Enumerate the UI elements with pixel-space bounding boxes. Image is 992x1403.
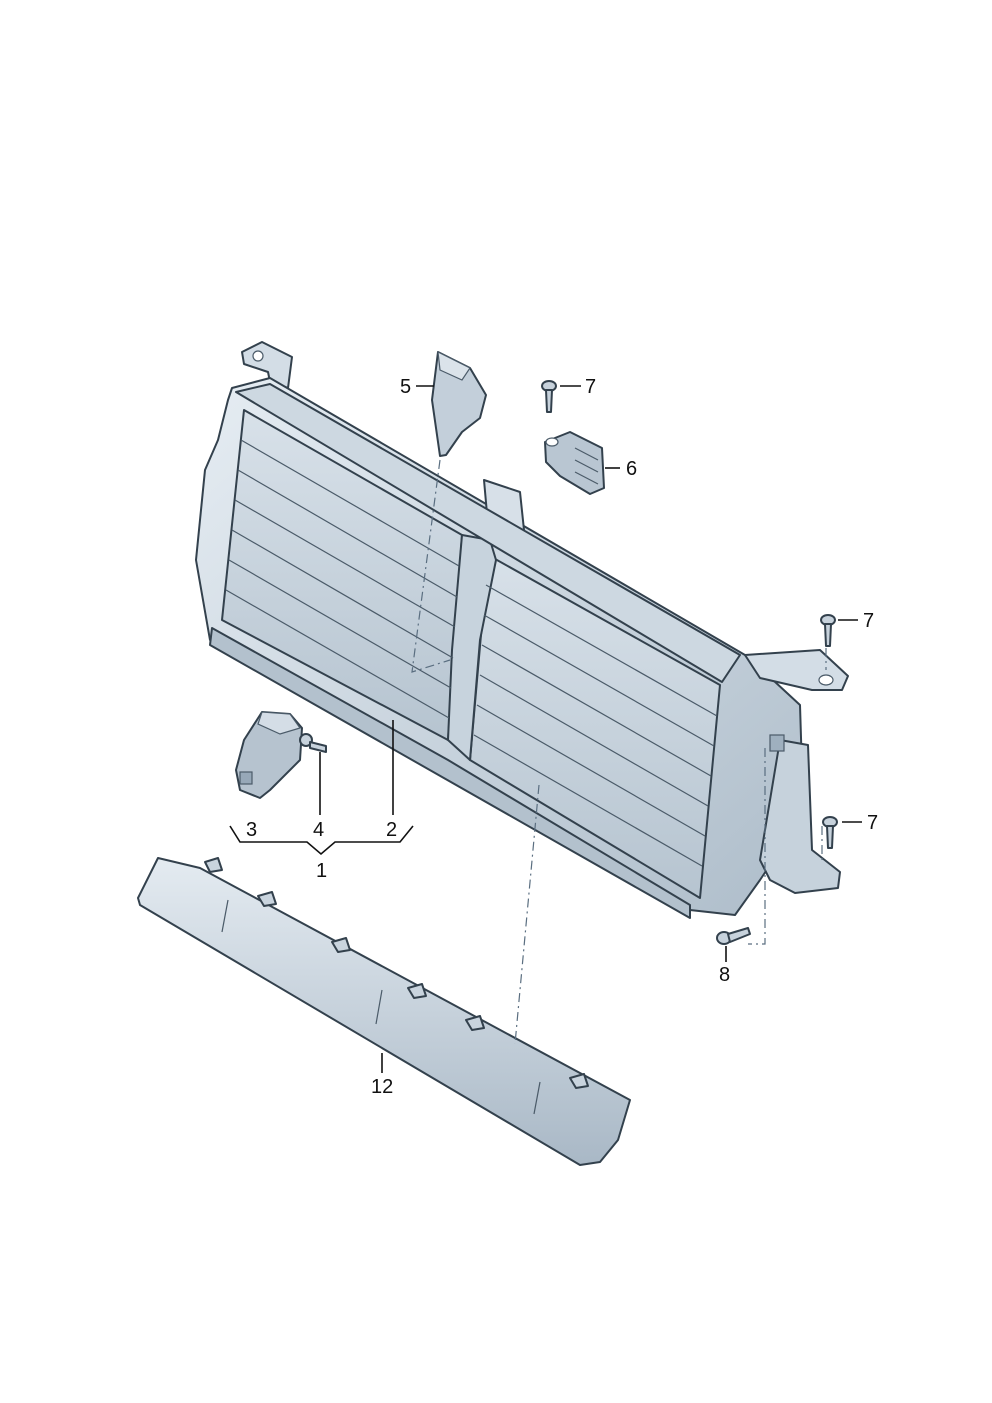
callout-5: 5 [400,376,411,398]
callout-7-right-upper: 7 [863,610,874,632]
assembly-lines [411,459,827,1045]
screw-7-right-lower [822,816,838,849]
screw-4 [299,733,327,753]
screw-7-right-upper [820,614,836,647]
callout-1: 1 [316,860,327,882]
callout-3: 3 [246,819,257,841]
callout-6: 6 [626,458,637,480]
callout-7-top: 7 [585,376,596,398]
part-6-holder [544,431,605,495]
callout-7-right-lower: 7 [867,812,878,834]
actuator-motor [235,711,303,799]
leader-lines [229,385,862,1073]
callout-4: 4 [313,819,324,841]
callout-8: 8 [719,964,730,986]
screw-7-top [541,380,557,413]
lower-trim-strip [137,857,631,1166]
shutter-frame [195,341,849,919]
screw-8 [716,927,751,945]
callout-labels: 1 2 3 4 5 6 7 7 7 8 12 [246,376,878,1098]
callout-12: 12 [371,1076,393,1098]
part-5-bracket [431,350,487,457]
callout-2: 2 [386,819,397,841]
